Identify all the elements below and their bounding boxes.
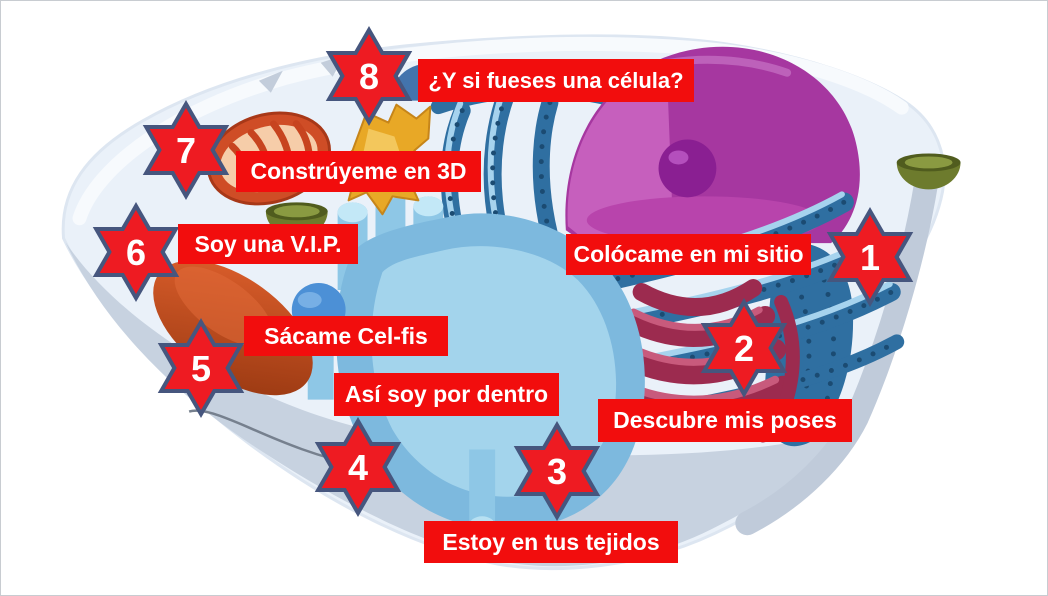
star-icon <box>142 100 230 200</box>
mission-label-6[interactable]: Soy una V.I.P. <box>178 224 358 264</box>
star-number: 6 <box>126 232 146 273</box>
mission-star-1[interactable]: 1 <box>820 207 920 307</box>
cell-cut-face <box>735 168 939 536</box>
mission-label-5[interactable]: Sácame Cel-fis <box>244 316 448 356</box>
star-icon <box>513 421 601 521</box>
mission-label-8[interactable]: ¿Y si fueses una célula? <box>418 59 694 102</box>
nucleolus <box>658 139 717 198</box>
mission-star-5[interactable]: 5 <box>151 318 251 418</box>
star-number: 5 <box>191 348 211 389</box>
vacuole-cup-right <box>896 153 961 190</box>
membrane-speck <box>258 70 283 93</box>
mission-label-2[interactable]: Descubre mis poses <box>598 399 852 442</box>
star-icon <box>325 26 413 126</box>
star-number: 8 <box>359 56 379 97</box>
mission-star-3[interactable]: 3 <box>507 421 607 521</box>
mission-star-4[interactable]: 4 <box>308 417 408 517</box>
star-icon <box>826 207 914 307</box>
mission-star-2[interactable]: 2 <box>694 298 794 398</box>
mission-star-8[interactable]: 8 <box>319 26 419 126</box>
star-number: 7 <box>176 130 196 171</box>
star-icon <box>314 417 402 517</box>
nucleolus-highlight <box>668 150 689 165</box>
star-number: 2 <box>734 328 754 369</box>
mission-label-4[interactable]: Así soy por dentro <box>334 373 559 416</box>
mission-star-6[interactable]: 6 <box>86 202 186 302</box>
star-number: 1 <box>860 237 880 278</box>
star-icon <box>157 318 245 418</box>
mission-label-7[interactable]: Constrúyeme en 3D <box>236 151 481 192</box>
mission-label-3[interactable]: Estoy en tus tejidos <box>424 521 678 563</box>
nucleus-cut-face <box>567 60 674 243</box>
star-icon <box>92 202 180 302</box>
cell-floor <box>65 242 859 567</box>
mission-star-7[interactable]: 7 <box>136 100 236 200</box>
star-number: 3 <box>547 451 567 492</box>
star-icon <box>700 298 788 398</box>
star-number: 4 <box>348 447 368 488</box>
mission-label-1[interactable]: Colócame en mi sitio <box>566 234 811 275</box>
